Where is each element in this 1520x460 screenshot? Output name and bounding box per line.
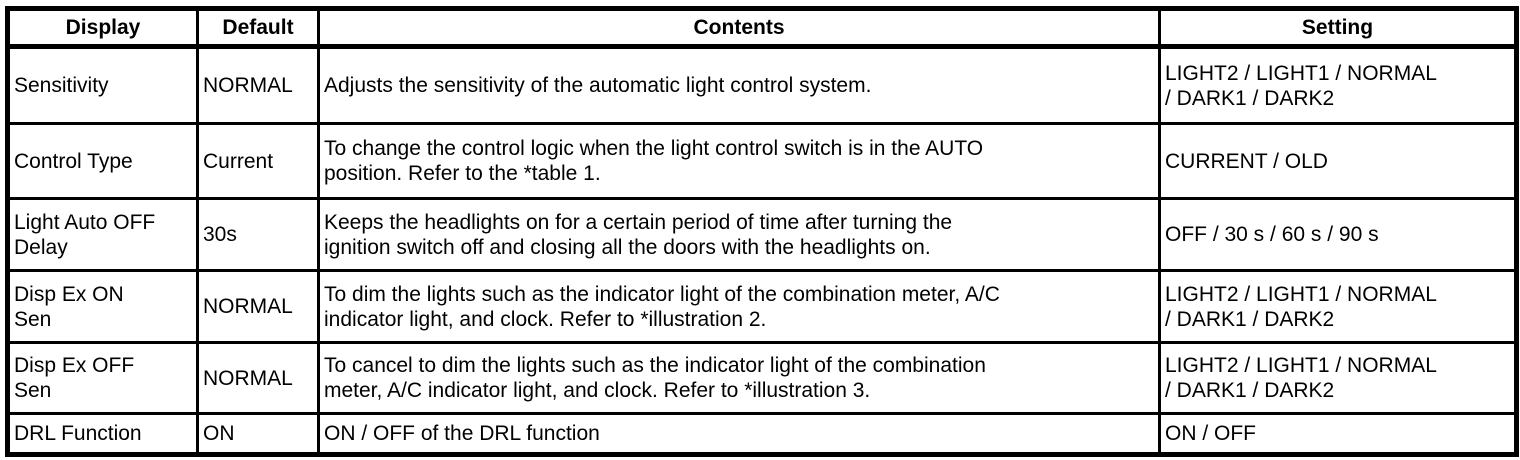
cell-setting: LIGHT2 / LIGHT1 / NORMAL / DARK1 / DARK2 — [1158, 45, 1518, 125]
cell-default: NORMAL — [196, 269, 320, 344]
cell-contents: Keeps the headlights on for a certain pe… — [317, 197, 1161, 272]
cell-default: 30s — [196, 197, 320, 272]
cell-default: NORMAL — [196, 341, 320, 415]
table-row: Disp Ex ON Sen NORMAL To dim the lights … — [6, 269, 1518, 344]
col-header-setting: Setting — [1158, 7, 1518, 49]
cell-contents: To dim the lights such as the indicator … — [317, 269, 1161, 344]
col-header-display: Display — [6, 7, 199, 49]
col-header-default: Default — [196, 7, 320, 49]
col-header-contents: Contents — [317, 7, 1161, 49]
table-row: Control Type Current To change the contr… — [6, 122, 1518, 200]
cell-display: Disp Ex ON Sen — [6, 269, 199, 344]
cell-contents: To change the control logic when the lig… — [317, 122, 1161, 200]
cell-contents: ON / OFF of the DRL function — [317, 412, 1161, 456]
cell-display: Sensitivity — [6, 45, 199, 125]
cell-default: NORMAL — [196, 45, 320, 125]
light-settings-table: Display Default Contents Setting Sensiti… — [5, 6, 1519, 457]
cell-contents: To cancel to dim the lights such as the … — [317, 341, 1161, 415]
cell-setting: OFF / 30 s / 60 s / 90 s — [1158, 197, 1518, 272]
cell-setting: LIGHT2 / LIGHT1 / NORMAL / DARK1 / DARK2 — [1158, 341, 1518, 415]
cell-display: Control Type — [6, 122, 199, 200]
cell-setting: ON / OFF — [1158, 412, 1518, 456]
table-row: DRL Function ON ON / OFF of the DRL func… — [6, 412, 1518, 456]
cell-display: DRL Function — [6, 412, 199, 456]
cell-display: Disp Ex OFF Sen — [6, 341, 199, 415]
cell-setting: CURRENT / OLD — [1158, 122, 1518, 200]
table-row: Light Auto OFF Delay 30s Keeps the headl… — [6, 197, 1518, 272]
cell-setting: LIGHT2 / LIGHT1 / NORMAL / DARK1 / DARK2 — [1158, 269, 1518, 344]
table-row: Disp Ex OFF Sen NORMAL To cancel to dim … — [6, 341, 1518, 415]
table-header-row: Display Default Contents Setting — [6, 7, 1518, 49]
cell-default: Current — [196, 122, 320, 200]
cell-default: ON — [196, 412, 320, 456]
table-row: Sensitivity NORMAL Adjusts the sensitivi… — [6, 45, 1518, 125]
cell-contents: Adjusts the sensitivity of the automatic… — [317, 45, 1161, 125]
cell-display: Light Auto OFF Delay — [6, 197, 199, 272]
